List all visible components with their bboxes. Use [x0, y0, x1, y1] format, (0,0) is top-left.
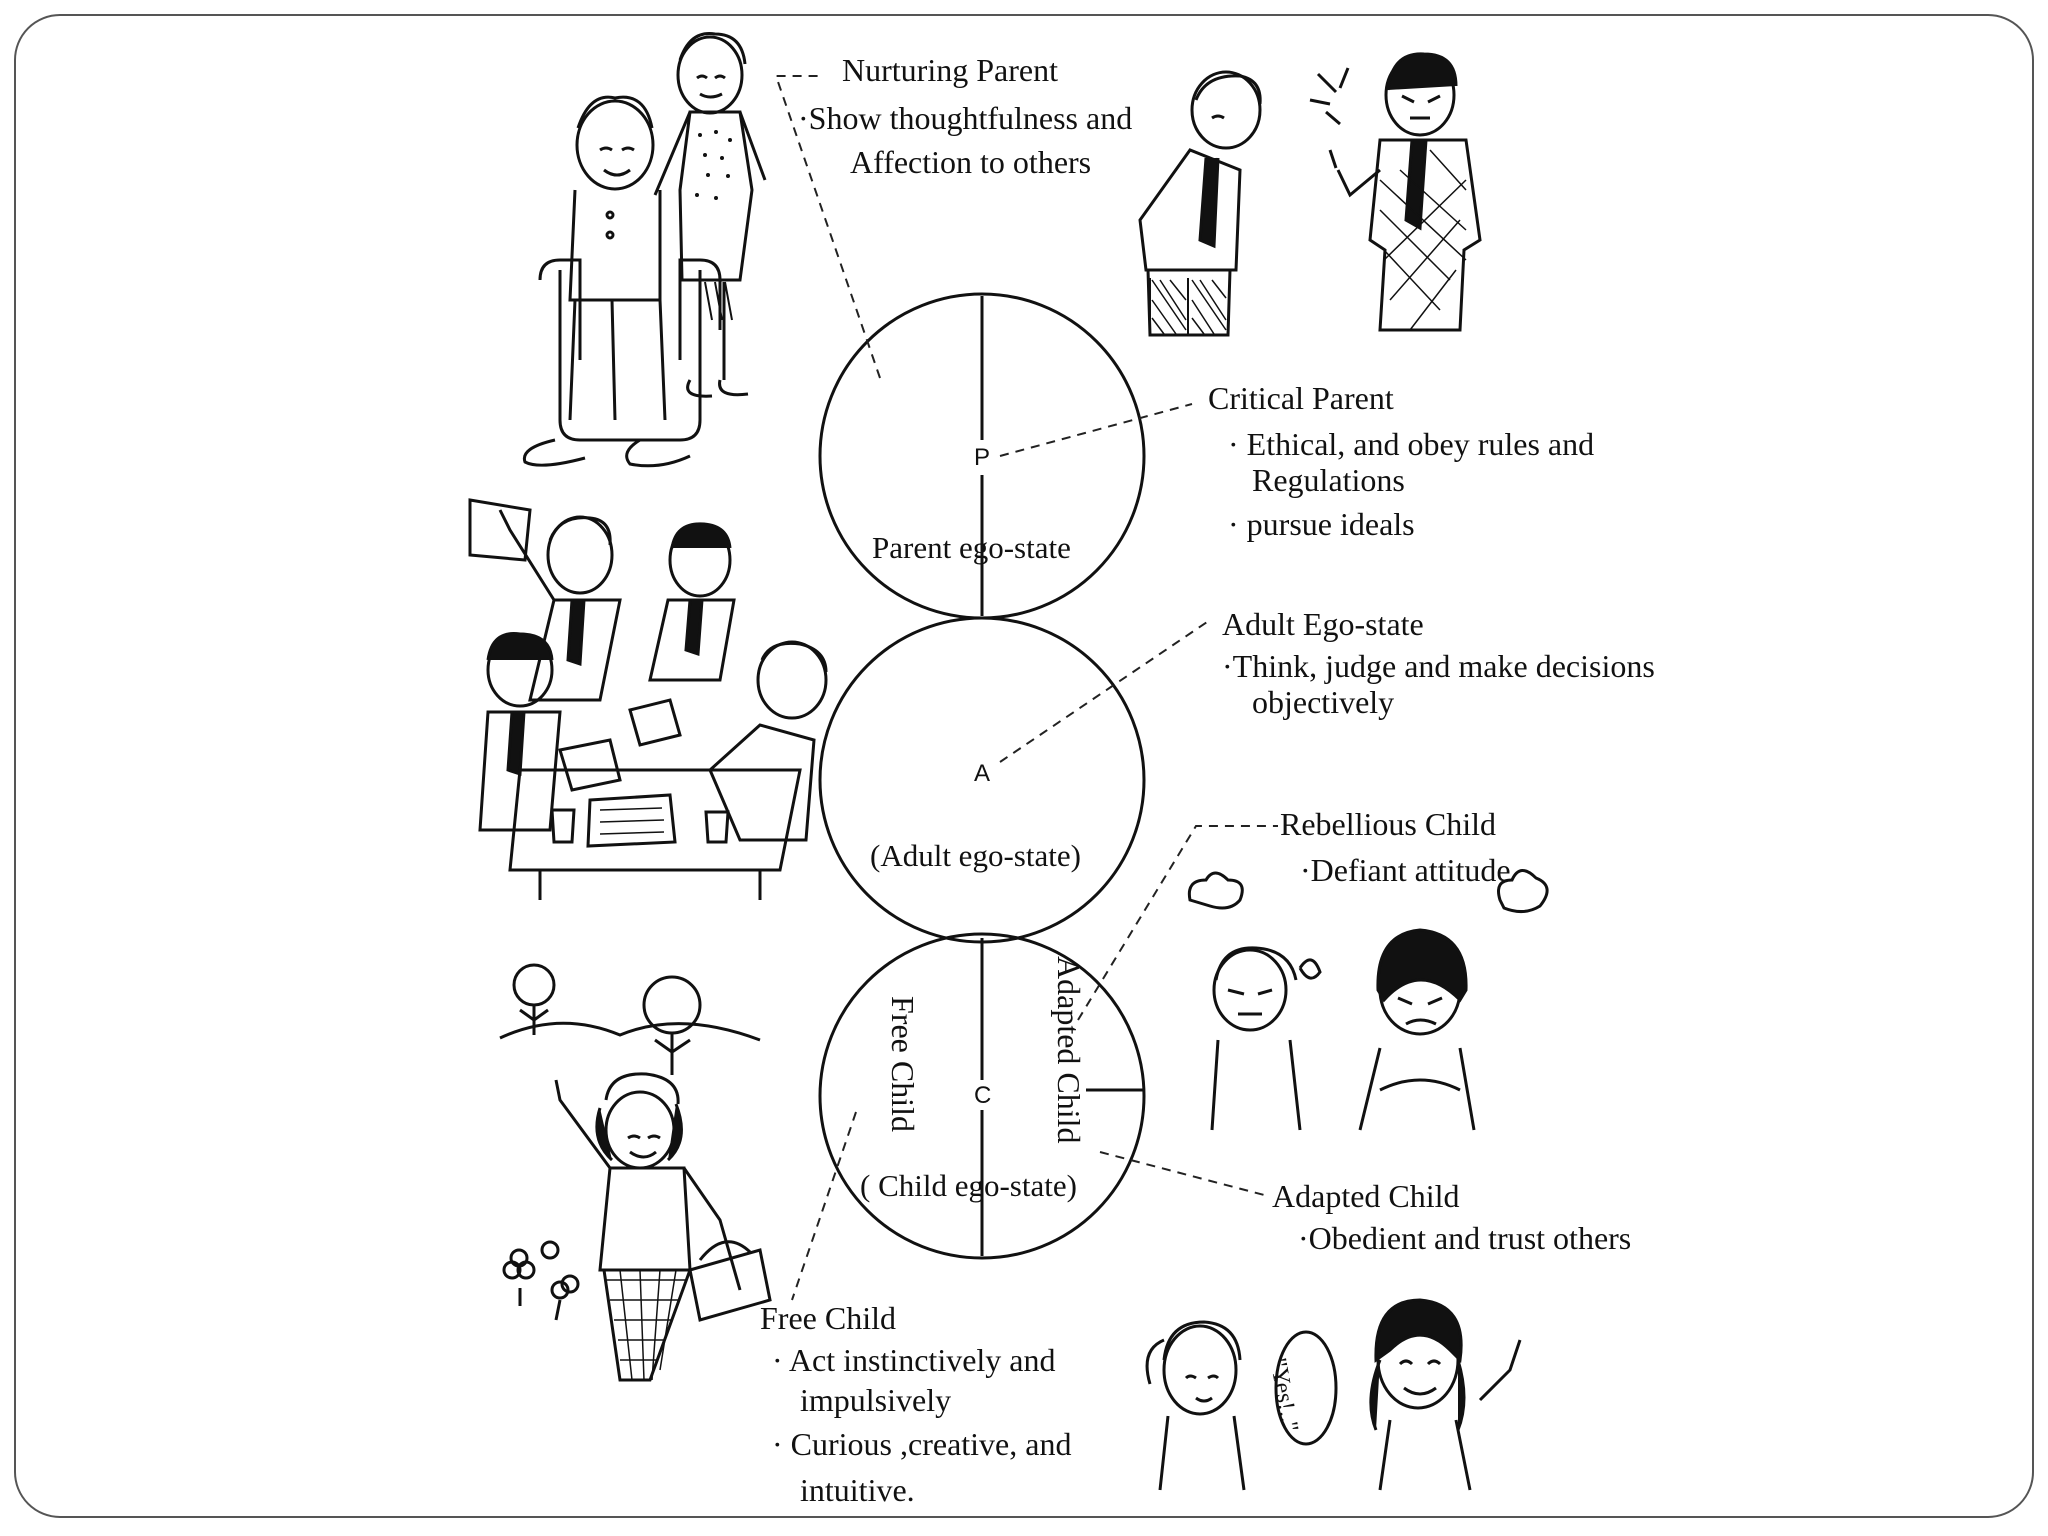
slide-frame [14, 14, 2034, 1518]
nurturing-parent-title: Nurturing Parent [842, 52, 1058, 88]
adult-ego-state-line-1: ·Think, judge and make decisions [1222, 648, 1655, 684]
adult-connector [999, 619, 1211, 763]
child-circle [818, 932, 1146, 1260]
critical-parent-title: Critical Parent [1208, 380, 1394, 416]
rebellious-child-line-1: ·Defiant attitude [1300, 852, 1511, 888]
adult-ego-state-label: (Adult ego-state) [870, 838, 1081, 873]
adult-ego-state-title: Adult Ego-state [1222, 606, 1424, 642]
rebellious-child-illustration [1187, 869, 1549, 1131]
free-child-line-4: intuitive. [800, 1472, 915, 1508]
rebellious-child-title: Rebellious Child [1280, 806, 1496, 842]
rebellious-connector [1077, 825, 1278, 1021]
nurturing-illustration [522, 32, 767, 468]
adult-letter: A [974, 760, 991, 787]
child-letter: C [974, 1082, 992, 1109]
critical-parent-line-3: · pursue ideals [1228, 506, 1415, 542]
critical-parent-line-2: Regulations [1252, 462, 1405, 498]
free-child-vertical-label: Free Child [885, 996, 921, 1132]
free-child-line-3: · Curious ,creative, and [772, 1426, 1072, 1462]
adapted-connector [1099, 1151, 1269, 1197]
adapted-child-title: Adapted Child [1272, 1178, 1460, 1214]
free-child-line-1: · Act instinctively and [772, 1342, 1056, 1378]
free-connector [791, 1111, 857, 1301]
parent-ego-state-label: Parent ego-state [872, 530, 1071, 565]
child-ego-state-label: ( Child ego-state) [860, 1168, 1077, 1203]
adapted-child-line-1: ·Obedient and trust others [1298, 1220, 1632, 1256]
adapted-child-vertical-label: Adapted Child [1051, 956, 1087, 1144]
nurturing-parent-line-1: ·Show thoughtfulness and [798, 100, 1133, 136]
free-child-title: Free Child [760, 1300, 896, 1336]
free-child-illustration [499, 963, 772, 1382]
adapted-child-illustration [1145, 1298, 1522, 1491]
critical-illustration [1138, 52, 1482, 337]
nurturing-parent-line-2: Affection to others [850, 144, 1092, 180]
parent-letter: P [974, 444, 991, 471]
critical-connector [999, 403, 1193, 457]
adult-ego-state-line-2: objectively [1252, 684, 1395, 720]
free-child-line-2: impulsively [800, 1382, 952, 1418]
critical-parent-line-1: · Ethical, and obey rules and [1228, 426, 1595, 462]
adult-illustration [468, 498, 828, 900]
